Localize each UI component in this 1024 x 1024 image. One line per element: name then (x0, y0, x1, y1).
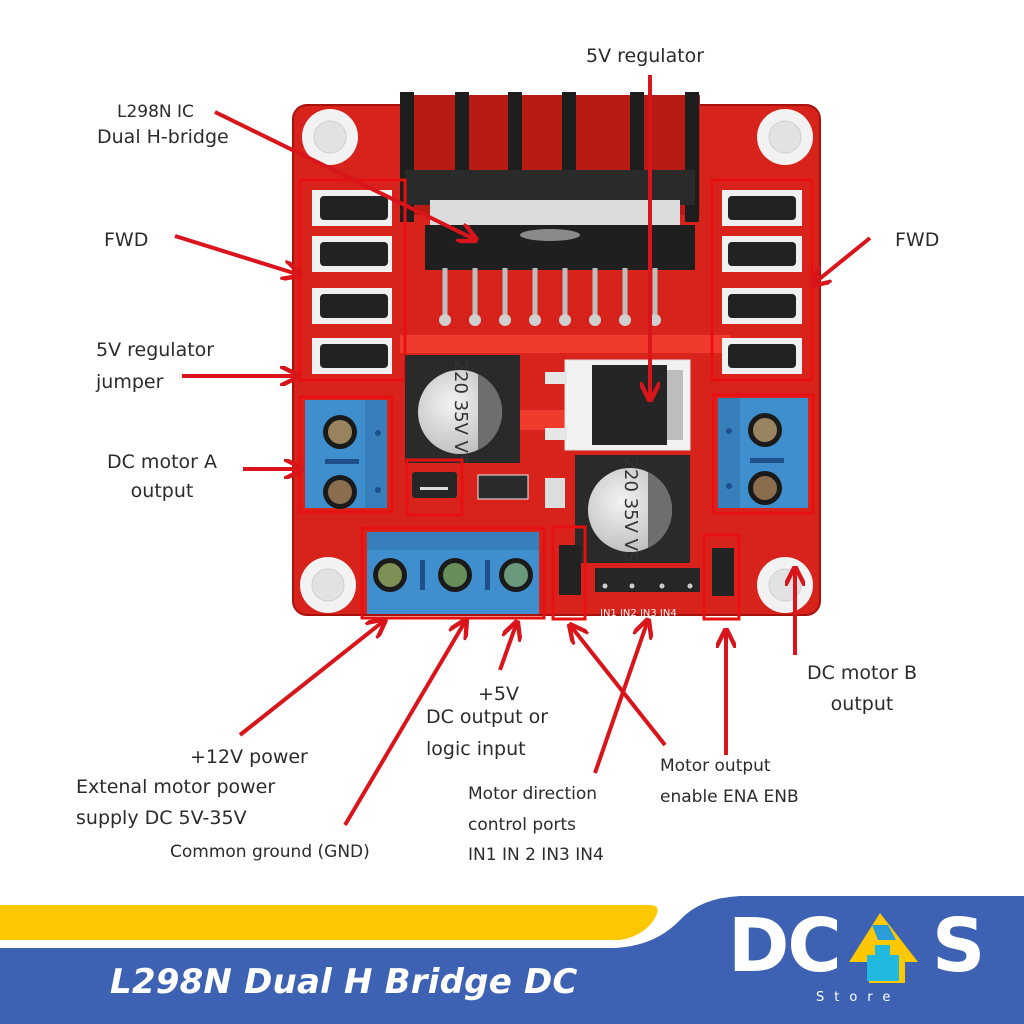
label-5v-line3: logic input (426, 738, 526, 760)
arrow-5v (498, 622, 517, 671)
label-motor-b-line1: DC motor B (806, 662, 918, 684)
logo-text-end: S (932, 903, 986, 989)
label-fwd-right: FWD (895, 229, 940, 251)
terminal-power (360, 526, 546, 620)
capacitor-2: 220 35V VS (575, 455, 690, 563)
label-jumper-line2: jumper (96, 371, 164, 393)
capacitor-1: 220 35V VS (405, 355, 520, 464)
arrow-fwd-left (174, 234, 300, 275)
regulator-jumper (405, 458, 464, 517)
5v-regulator-chip (545, 359, 691, 451)
label-direction-line3: IN1 IN 2 IN3 IN4 (468, 845, 604, 865)
terminal-motor-b (711, 393, 815, 515)
mounting-hole (757, 557, 813, 613)
label-5v-line2: DC output or (426, 706, 549, 728)
label-fwd-left: FWD (104, 229, 149, 251)
diode-array-right (710, 178, 814, 382)
banner-yellow-stripe (0, 905, 658, 940)
arrow-ic (214, 110, 476, 240)
label-jumper-line1: 5V regulator (96, 339, 215, 361)
label-ic-line2: Dual H-bridge (97, 126, 229, 148)
banner-title: L298N Dual H Bridge DC (110, 962, 578, 1002)
logo-subtitle: Store (816, 990, 901, 1005)
pin-labels: IN1 IN2 IN3 IN4 (600, 608, 677, 619)
diode-array-left (298, 178, 407, 382)
label-enable-line2: enable ENA ENB (660, 787, 799, 807)
mounting-hole (300, 557, 356, 613)
capacitor-2-marking: 220 35V VS (620, 458, 641, 563)
arrow-gnd (343, 620, 466, 827)
label-motor-b-line2: output (830, 693, 894, 715)
label-power-line3: supply DC 5V-35V (76, 807, 247, 829)
label-enable-line1: Motor output (660, 756, 771, 776)
capacitor-1-marking: 220 35V VS (450, 360, 471, 465)
arrow-fwd-right (812, 236, 872, 285)
label-ic-line1: L298N IC (117, 102, 194, 122)
arrow-12v (238, 620, 385, 737)
label-motor-a-line2: output (130, 480, 194, 502)
label-gnd: Common ground (GND) (170, 842, 370, 862)
arrow-ena (570, 625, 667, 747)
smd-resistor (477, 474, 529, 500)
label-power-line1: +12V power (190, 746, 308, 768)
label-motor-a-line1: DC motor A (107, 451, 217, 473)
mounting-hole (302, 109, 358, 165)
header-pins: IN1 IN2 IN3 IN4 (551, 525, 741, 621)
power-led (545, 478, 565, 508)
arrow-direction (593, 620, 648, 774)
label-direction-line1: Motor direction (468, 784, 598, 804)
label-power-line2: Extenal motor power (76, 776, 276, 798)
logo-text: DC (728, 903, 842, 989)
callout-arrows (174, 75, 872, 827)
label-direction-line2: control ports (468, 815, 577, 835)
mounting-hole (757, 109, 813, 165)
label-regulator: 5V regulator (586, 45, 705, 67)
terminal-motor-a (298, 395, 394, 514)
banner-blue (0, 896, 1024, 1024)
logo-house-icon (849, 913, 918, 983)
label-5v-line1: +5V (478, 683, 520, 705)
